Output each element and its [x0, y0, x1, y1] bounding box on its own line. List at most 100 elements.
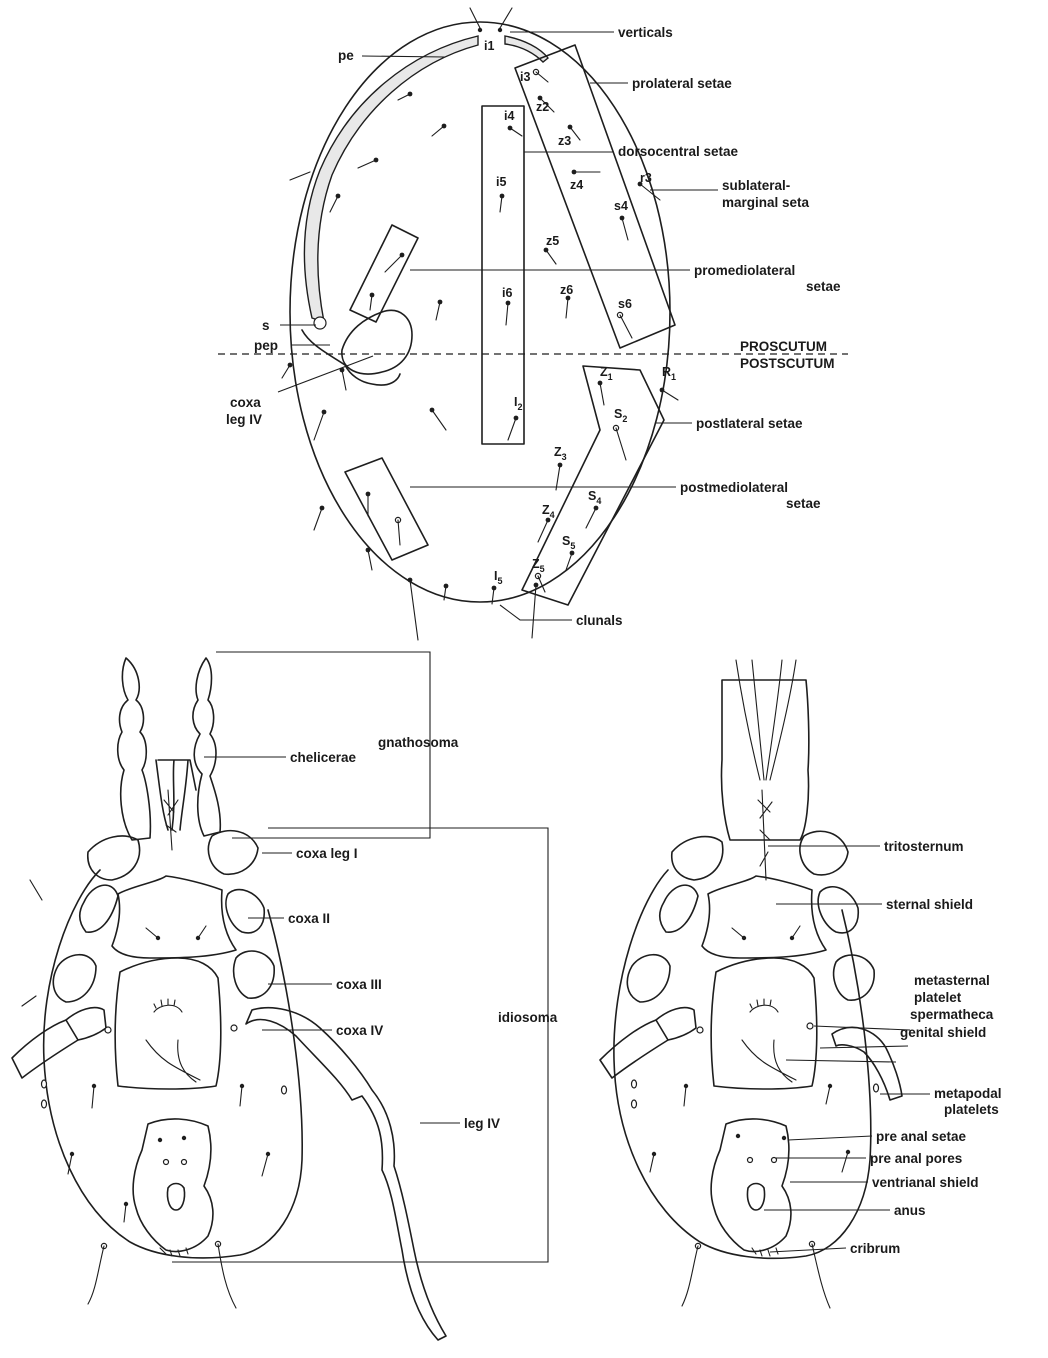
promediolateral-box: [350, 225, 418, 322]
label-proscutum: PROSCUTUM: [740, 339, 827, 354]
dorsal-leader-lines: [278, 32, 718, 620]
label-postscutum: POSTSCUTUM: [740, 356, 835, 371]
label-promediolateral: promediolateral: [694, 263, 795, 278]
seta-z5: z5: [546, 234, 559, 248]
coxa-iii-right-view-a: [627, 955, 670, 1002]
genital-shield-right: [711, 958, 817, 1089]
dorsal-body-outline: [290, 22, 670, 602]
label-verticals: verticals: [618, 25, 673, 40]
chelicerae: [156, 760, 196, 830]
coxa-ii-right-view-b: [818, 887, 858, 933]
label-dorsocentral-setae: dorsocentral setae: [618, 144, 739, 159]
seta-Z5: Z5: [532, 557, 545, 574]
leg-stub-right-a: [600, 1020, 668, 1078]
seta-I5: I5: [494, 569, 503, 586]
label-chelicerae: chelicerae: [290, 750, 357, 765]
label-metasternal: metasternal: [914, 973, 990, 988]
seta-codes: i1 i3 z2 z3 i4 z4 r3 i5 s4 z5 i6 z6 s6 Z…: [484, 39, 676, 586]
label-anus: anus: [894, 1203, 926, 1218]
label-tritosternum: tritosternum: [884, 839, 964, 854]
label-metapodal: metapodal: [934, 1086, 1002, 1101]
label-pre-anal-setae: pre anal setae: [876, 1129, 967, 1144]
sternal-shield-left: [112, 876, 236, 958]
seta-s4: s4: [614, 199, 628, 213]
label-marginal-seta: marginal seta: [722, 195, 810, 210]
label-pe: pe: [338, 48, 354, 63]
dorsal-setae: [282, 8, 678, 640]
seta-S5: S5: [562, 534, 575, 551]
ventral-left-brackets: [172, 652, 548, 1262]
ventral-right-labels: tritosternum sternal shield metasternal …: [850, 839, 1002, 1256]
ventrianal-shield-left: [133, 1119, 213, 1252]
coxa-ii-left: [80, 885, 118, 932]
label-genital-shield: genital shield: [900, 1025, 986, 1040]
palp-left: [118, 658, 151, 840]
label-pep: pep: [254, 338, 278, 353]
anus-right: [747, 1184, 764, 1211]
label-leg-iv-dorsal: leg IV: [226, 412, 262, 427]
ventral-left-labels: chelicerae gnathosoma coxa leg I coxa II…: [288, 735, 558, 1131]
seta-S2: S2: [614, 407, 627, 424]
label-leg-iv: leg IV: [464, 1116, 500, 1131]
label-cribrum: cribrum: [850, 1241, 900, 1256]
seta-r3: r3: [640, 171, 652, 185]
ventral-right-body-outline: [614, 870, 871, 1258]
label-idiosoma: idiosoma: [498, 1010, 558, 1025]
seta-z3: z3: [558, 134, 571, 148]
seta-i5: i5: [496, 175, 506, 189]
seta-i6: i6: [502, 286, 512, 300]
seta-I2: I2: [514, 395, 523, 412]
label-postmediolateral-setae: setae: [786, 496, 821, 511]
coxa-i-left: [88, 836, 140, 880]
coxa-i-right-view-a: [672, 837, 723, 880]
label-prolateral-setae: prolateral setae: [632, 76, 732, 91]
gnathosoma-right: [721, 680, 808, 840]
label-platelet: platelet: [914, 990, 962, 1005]
dorsal-view: pe verticals prolateral setae dorsocentr…: [218, 8, 848, 640]
label-s: s: [262, 318, 270, 333]
label-postlateral-setae: postlateral setae: [696, 416, 803, 431]
seta-z4: z4: [570, 178, 583, 192]
coxa-i-right-view-b: [800, 831, 848, 875]
ventral-view-right: tritosternum sternal shield metasternal …: [600, 660, 1002, 1308]
seta-i4: i4: [504, 109, 514, 123]
palp-right: [193, 658, 220, 836]
coxa-ii-right-view-a: [660, 885, 698, 932]
label-spermatheca: spermatheca: [910, 1007, 994, 1022]
seta-Z4: Z4: [542, 503, 555, 520]
coxa-i-right: [208, 831, 258, 875]
peritreme: [304, 36, 478, 322]
stigma: [314, 317, 326, 329]
label-promediolateral-setae: setae: [806, 279, 841, 294]
seta-z2: z2: [536, 100, 549, 114]
label-platelets: platelets: [944, 1102, 999, 1117]
tritosternum-right: [758, 790, 772, 880]
label-coxa-iii: coxa III: [336, 977, 382, 992]
label-sternal-shield: sternal shield: [886, 897, 973, 912]
coxa-iii-left: [53, 955, 96, 1002]
coxa-ii-right: [226, 890, 264, 933]
sternal-shield-right: [702, 876, 826, 958]
label-coxa: coxa: [230, 395, 261, 410]
label-clunals: clunals: [576, 613, 623, 628]
label-gnathosoma: gnathosoma: [378, 735, 459, 750]
dorsocentral-box: [482, 106, 524, 444]
seta-s6: s6: [618, 297, 632, 311]
postmediolateral-box: [345, 458, 428, 560]
ventral-view-left: chelicerae gnathosoma coxa leg I coxa II…: [12, 652, 558, 1340]
coxa-iii-right: [234, 951, 275, 998]
seta-S4: S4: [588, 489, 601, 506]
label-sublateral: sublateral-: [722, 178, 790, 193]
ventral-right-setae: [632, 926, 879, 1308]
ventral-left-setae: [22, 880, 287, 1308]
seta-Z3: Z3: [554, 445, 567, 462]
label-coxa-iv: coxa IV: [336, 1023, 383, 1038]
label-pre-anal-pores: pre anal pores: [870, 1151, 962, 1166]
label-coxa-ii: coxa II: [288, 911, 330, 926]
label-ventrianal-shield: ventrianal shield: [872, 1175, 979, 1190]
seta-i3: i3: [520, 70, 530, 84]
label-postmediolateral: postmediolateral: [680, 480, 788, 495]
seta-i1: i1: [484, 39, 494, 53]
genital-pores: [154, 999, 182, 1012]
